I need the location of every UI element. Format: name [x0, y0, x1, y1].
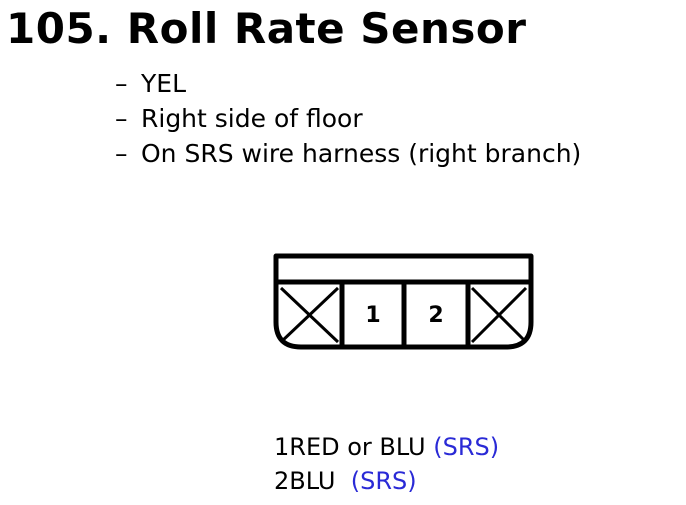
detail-text: Right side of floor [141, 104, 363, 133]
detail-text: On SRS wire harness (right branch) [141, 139, 582, 168]
pin-wire-text: 2BLU [274, 467, 336, 495]
pin-1-label: 1 [365, 303, 380, 328]
bullet-dash: – [115, 69, 128, 98]
pin-wire-text: 1RED or BLU [274, 433, 426, 461]
pin-circuit: (SRS) [433, 433, 500, 461]
empty-cavity-left [279, 286, 340, 344]
pin-circuit: (SRS) [350, 467, 417, 495]
detail-location: –Right side of floor [115, 101, 581, 136]
pin-row-1: 1RED or BLU (SRS) [274, 430, 499, 464]
pin-assignments: 1RED or BLU (SRS) 2BLU (SRS) [274, 430, 499, 498]
bullet-dash: – [115, 104, 128, 133]
detail-text: YEL [141, 69, 186, 98]
pin-row-2: 2BLU (SRS) [274, 464, 499, 498]
detail-color: –YEL [115, 66, 581, 101]
detail-harness: –On SRS wire harness (right branch) [115, 136, 581, 171]
connector-body [273, 279, 534, 350]
empty-cavity-right [470, 286, 528, 344]
connector-details: –YEL –Right side of floor –On SRS wire h… [115, 66, 581, 171]
connector-lock-tab [273, 253, 534, 285]
bullet-dash: – [115, 139, 128, 168]
pin-2-label: 2 [428, 303, 443, 328]
page-title: 105. Roll Rate Sensor [6, 4, 527, 53]
